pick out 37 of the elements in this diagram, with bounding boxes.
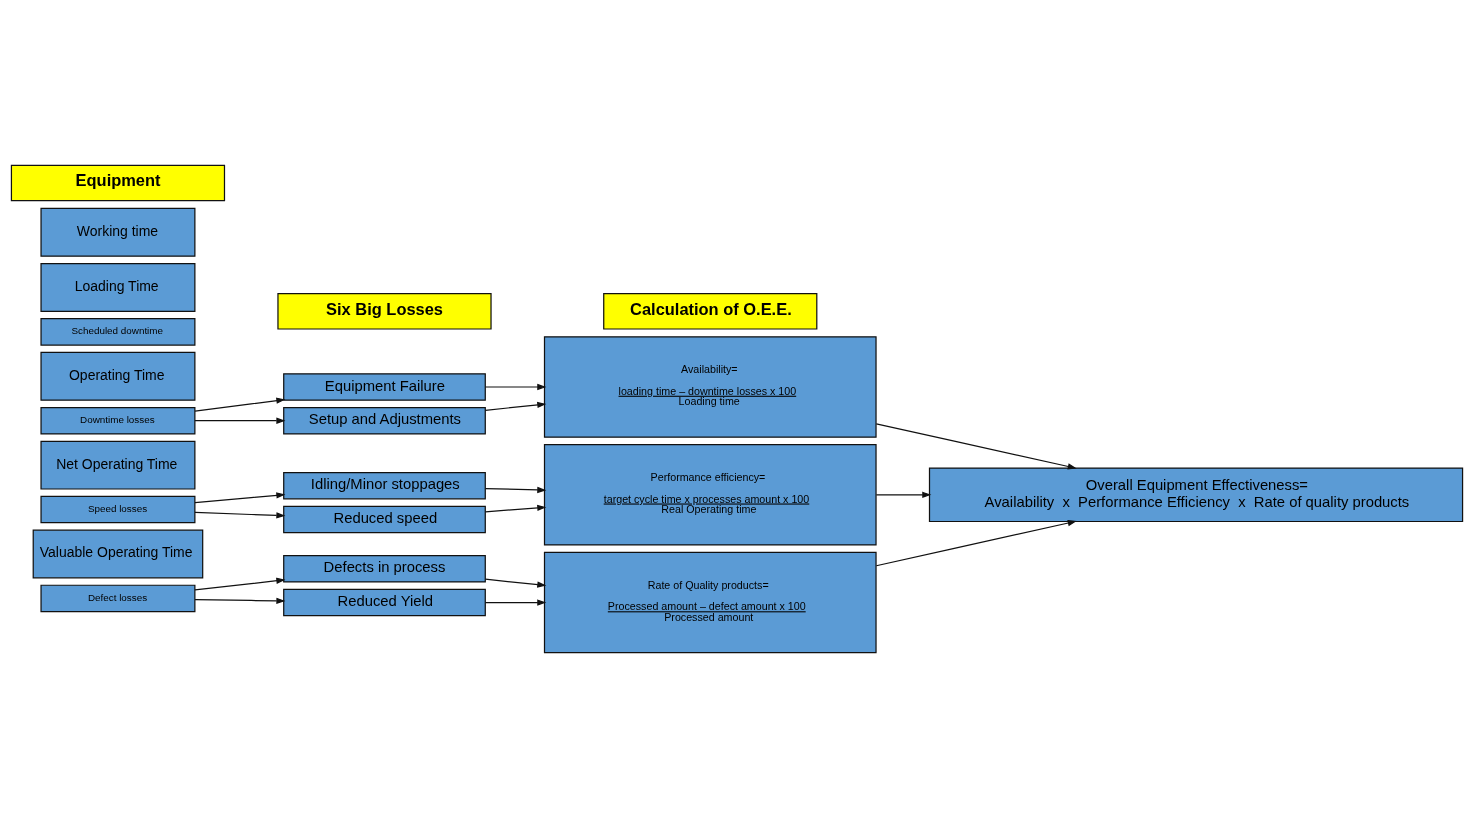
arrow [484, 401, 547, 411]
arrow [484, 486, 547, 494]
arrow [875, 423, 1077, 470]
arrow [194, 511, 286, 519]
arrow [194, 492, 286, 504]
arrow [194, 397, 286, 412]
node-box: Working time [40, 207, 196, 257]
node-box: Downtime losses [40, 406, 196, 435]
arrow [484, 578, 547, 588]
node-box: Setup and Adjustments [283, 406, 486, 435]
node-box: Reduced Yield [283, 588, 486, 617]
node-box: Equipment Failure [283, 373, 486, 401]
node-box: Equipment [10, 164, 226, 202]
arrow [875, 520, 1077, 567]
node-box: Defect losses [40, 584, 196, 613]
node-box: Six Big Losses [277, 293, 492, 330]
node-box: Scheduled downtime [40, 318, 196, 346]
arrow [194, 577, 286, 591]
node-box: Overall Equipment Effectiveness= Availability x Performance Efficiency x Rate of quality products [928, 467, 1464, 523]
arrow [484, 383, 547, 391]
arrow [194, 597, 286, 605]
node-box: Speed losses [40, 495, 196, 524]
node-box: Operating Time [40, 351, 196, 401]
arrow [484, 504, 547, 513]
node-box: Reduced speed [283, 505, 486, 534]
arrow [484, 599, 547, 606]
node-box: Availability= loading time – downtime losses x 100 Loading time [543, 336, 877, 438]
arrow [875, 491, 932, 498]
node-box: Loading Time [40, 263, 196, 312]
node-box: Valuable Operating Time [32, 529, 204, 579]
arrow [194, 417, 286, 424]
node-box: Rate of Quality products= Processed amount – defect amount x 100 Processed amount [543, 551, 877, 654]
node-box: Idling/Minor stoppages [283, 471, 486, 500]
node-box: Calculation of O.E.E. [603, 293, 818, 330]
node-box: Defects in process [283, 555, 486, 583]
node-box: Net Operating Time [40, 440, 196, 490]
node-box: Performance efficiency= target cycle time x processes amount x 100 Real Operating time [543, 443, 877, 546]
